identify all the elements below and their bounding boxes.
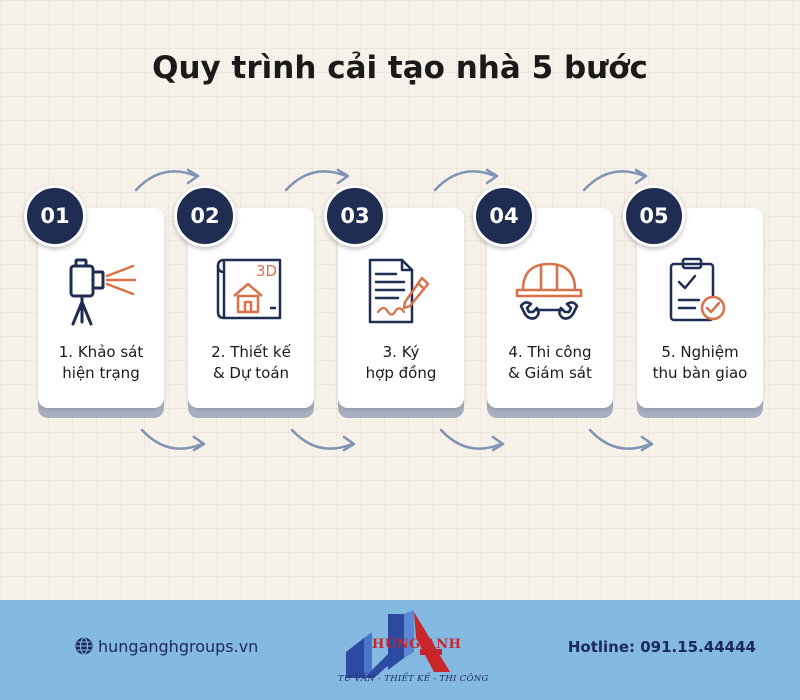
page-title: Quy trình cải tạo nhà 5 bước — [152, 50, 648, 86]
logo-name: HÙNG ANH — [372, 637, 462, 652]
step-label-line-2: hiện trạng — [62, 364, 140, 382]
flow-arrow-icon — [290, 428, 356, 452]
step-number-badge: 04 — [473, 185, 535, 247]
flow-arrow-icon — [284, 168, 350, 192]
step-number-badge: 03 — [324, 185, 386, 247]
step-label: 2. Thiết kế & Dự toán — [188, 342, 314, 384]
flow-arrow-icon — [140, 428, 206, 452]
flow-arrow-icon — [134, 168, 200, 192]
flow-arrow-icon — [433, 168, 499, 192]
step-number-badge: 05 — [623, 185, 685, 247]
step-label-line-1: 4. Thi công — [508, 343, 592, 361]
step-label: 1. Khảo sát hiện trạng — [38, 342, 164, 384]
step-label-line-1: 3. Ký — [382, 343, 420, 361]
step-label: 4. Thi công & Giám sát — [487, 342, 613, 384]
step-label-line-1: 1. Khảo sát — [58, 343, 144, 361]
website-link[interactable]: hunganghgroups.vn — [74, 636, 258, 656]
step-label-line-2: & Giám sát — [508, 364, 592, 382]
step-label-line-1: 2. Thiết kế — [211, 343, 291, 361]
flow-arrow-icon — [582, 168, 648, 192]
step-label-line-1: 5. Nghiệm — [661, 343, 739, 361]
step-label-line-2: thu bàn giao — [652, 364, 748, 382]
step-number-badge: 01 — [24, 185, 86, 247]
step-label: 5. Nghiệm thu bàn giao — [637, 342, 763, 384]
flow-arrow-icon — [439, 428, 505, 452]
step-number-badge: 02 — [174, 185, 236, 247]
flow-arrow-icon — [588, 428, 654, 452]
website-text: hunganghgroups.vn — [98, 636, 259, 656]
logo-tagline: TƯ VẤN - THIẾT KẾ - THI CÔNG — [338, 674, 489, 684]
process-flow: 01 1. Khảo sát hiện trạng 02 3D — [24, 168, 763, 452]
footer-bar: hunganghgroups.vn HÙNG ANH TƯ VẤN - THIẾ… — [0, 600, 800, 700]
contract-document-pen-icon — [368, 258, 430, 324]
checklist-clipboard-icon — [669, 257, 726, 322]
hotline-text[interactable]: Hotline: 091.15.44444 — [567, 638, 756, 656]
blueprint-3d-house-icon: 3D — [216, 258, 282, 320]
hung-anh-logo — [346, 610, 450, 678]
hardhat-wrench-icon — [515, 262, 583, 320]
step-label: 3. Ký hợp đồng — [338, 342, 464, 384]
globe-icon — [75, 637, 93, 655]
surveyor-camera-icon — [69, 258, 137, 326]
svg-text:3D: 3D — [256, 262, 277, 280]
step-label-line-2: hợp đồng — [365, 364, 437, 382]
step-label-line-2: & Dự toán — [212, 364, 290, 382]
